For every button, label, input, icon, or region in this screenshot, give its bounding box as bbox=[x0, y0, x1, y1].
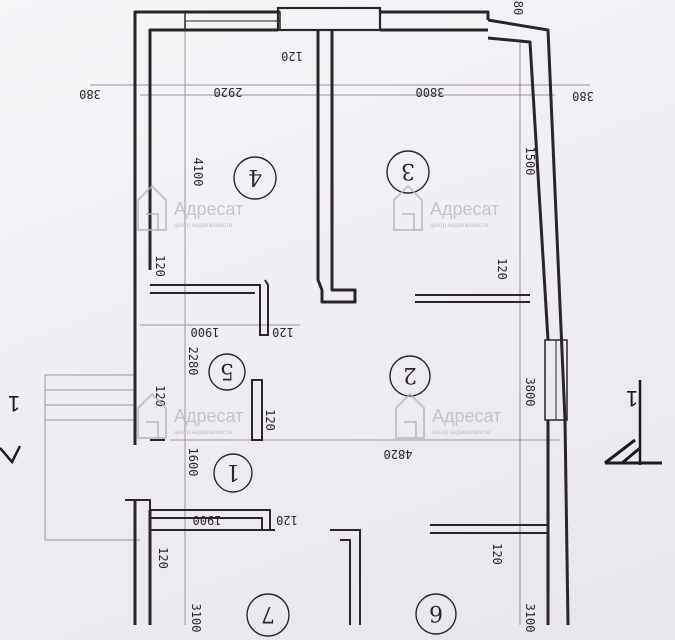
dim-room5-wall-left: 120 bbox=[153, 385, 167, 407]
dimension-labels: 2920 3800 380 380 120 80 4100 1500 120 1… bbox=[79, 1, 594, 633]
dim-room1-wall: 120 bbox=[276, 513, 298, 527]
interior-walls bbox=[125, 30, 548, 625]
window-top-left bbox=[184, 11, 281, 31]
watermark-3-sub: центр недвижимости bbox=[174, 430, 232, 436]
dimension-guides bbox=[44, 15, 590, 625]
watermark-house-icon bbox=[137, 184, 167, 231]
dim-room7-wall: 120 bbox=[156, 547, 170, 569]
watermark-4-text: Адресат bbox=[432, 406, 501, 426]
watermark-3: Адресат центр недвижимости bbox=[137, 392, 243, 439]
window-right bbox=[544, 339, 568, 421]
watermark-2-text: Адресат bbox=[430, 199, 499, 219]
section-mark-right-label: 1 bbox=[626, 386, 638, 411]
room-3-number: 3 bbox=[401, 158, 415, 183]
watermark-house-icon bbox=[137, 392, 167, 439]
room-2-marker: 2 bbox=[389, 355, 431, 397]
dim-wall-right-outer: 380 bbox=[572, 89, 594, 103]
room-5-number: 5 bbox=[220, 358, 234, 383]
watermark-4: Адресат центр недвижимости bbox=[395, 392, 501, 439]
dim-room6-depth: 3100 bbox=[523, 604, 537, 633]
watermark-3-text: Адресат bbox=[174, 406, 243, 426]
watermark-4-sub: центр недвижимости bbox=[432, 430, 490, 436]
dim-wall-left-outer: 380 bbox=[79, 87, 101, 101]
watermark-house-icon bbox=[393, 184, 423, 231]
dim-room4-wall: 120 bbox=[153, 255, 167, 277]
watermark-1-text: Адресат bbox=[174, 199, 243, 219]
dim-room7-depth: 3100 bbox=[189, 604, 203, 633]
dim-room6-wall: 120 bbox=[490, 543, 504, 565]
dim-top-left-width: 2920 bbox=[214, 85, 243, 99]
dim-room2-right: 3800 bbox=[523, 378, 537, 407]
watermark-2: Адресат центр недвижимости bbox=[393, 184, 499, 231]
watermark-house-icon bbox=[395, 392, 425, 439]
dim-room5-wall: 120 bbox=[272, 325, 294, 339]
watermark-1-sub: центр недвижимости bbox=[174, 223, 232, 229]
room-6-number: 6 bbox=[429, 600, 443, 625]
room-6-marker: 6 bbox=[415, 593, 457, 635]
dim-corner-mark: 80 bbox=[511, 1, 525, 15]
section-mark-left-label: 1 bbox=[8, 391, 20, 416]
room-3-marker: 3 bbox=[386, 150, 430, 194]
dim-room3-wall: 120 bbox=[495, 258, 509, 280]
room-5-marker: 5 bbox=[208, 353, 246, 391]
room-7-number: 7 bbox=[261, 601, 275, 626]
room-1-number: 1 bbox=[226, 459, 240, 484]
watermark-1: Адресат центр недвижимости bbox=[137, 184, 243, 231]
dim-top-right-width: 3800 bbox=[416, 85, 445, 99]
dim-room1-depth: 1600 bbox=[186, 448, 200, 477]
dim-room2-width: 4820 bbox=[384, 447, 413, 461]
dim-room1-width: 1900 bbox=[193, 513, 222, 527]
window-top-middle bbox=[276, 6, 382, 32]
room-1-marker: 1 bbox=[213, 453, 253, 493]
room-4-number: 4 bbox=[248, 164, 262, 189]
dim-room5-width: 1900 bbox=[191, 325, 220, 339]
room-7-marker: 7 bbox=[246, 593, 290, 637]
dim-room5-depth: 2280 bbox=[186, 347, 200, 376]
dim-partition-top: 120 bbox=[281, 49, 303, 63]
section-mark-left: 1 bbox=[0, 391, 22, 465]
room-2-number: 2 bbox=[403, 362, 417, 387]
room-4-marker: 4 bbox=[233, 156, 277, 200]
watermark-2-sub: центр недвижимости bbox=[430, 223, 488, 229]
dim-room2-wall: 120 bbox=[263, 409, 277, 431]
section-mark-right: 1 bbox=[604, 380, 662, 465]
dim-room3-depth: 1500 bbox=[523, 147, 537, 176]
dim-room4-depth: 4100 bbox=[191, 158, 205, 187]
